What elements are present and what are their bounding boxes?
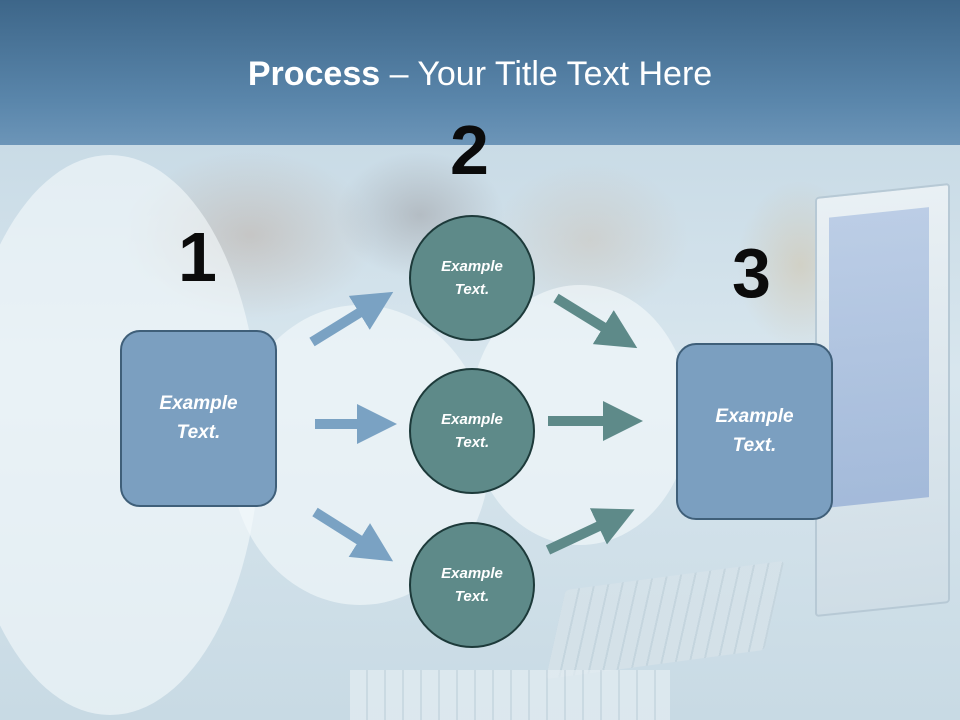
circle-bottom: Example Text.: [409, 522, 535, 648]
tube-tray-shape: [350, 670, 670, 720]
left-text-box: Example Text.: [120, 330, 277, 507]
title-bar: Process – Your Title Text Here: [0, 0, 960, 145]
right-box-line2: Text.: [732, 434, 777, 456]
circle-top-line1: Example: [441, 257, 503, 275]
right-text-box: Example Text.: [676, 343, 833, 520]
right-box-line1: Example: [715, 406, 794, 427]
left-box-line1: Example: [159, 393, 238, 414]
circle-top: Example Text.: [409, 215, 535, 341]
circle-top-line2: Text.: [454, 281, 490, 298]
circle-bottom-line2: Text.: [454, 588, 490, 605]
title-bold: Process: [247, 55, 381, 93]
arrow-left-to-bottom: [312, 507, 394, 562]
page-title: Process – Your Title Text Here: [0, 55, 960, 94]
left-box-line2: Text.: [176, 421, 221, 443]
arrow-top-to-right: [553, 293, 638, 349]
circle-middle-line1: Example: [441, 410, 503, 428]
circle-middle-line2: Text.: [454, 434, 490, 451]
step-number-3: 3: [732, 234, 771, 312]
circle-middle: Example Text.: [409, 368, 535, 494]
arrow-left-to-top: [309, 291, 394, 347]
step-number-1: 1: [178, 218, 217, 296]
title-rest: – Your Title Text Here: [380, 55, 713, 93]
step-number-2: 2: [450, 111, 489, 189]
circle-bottom-line1: Example: [441, 564, 503, 582]
arrow-bottom-to-right: [545, 508, 635, 555]
